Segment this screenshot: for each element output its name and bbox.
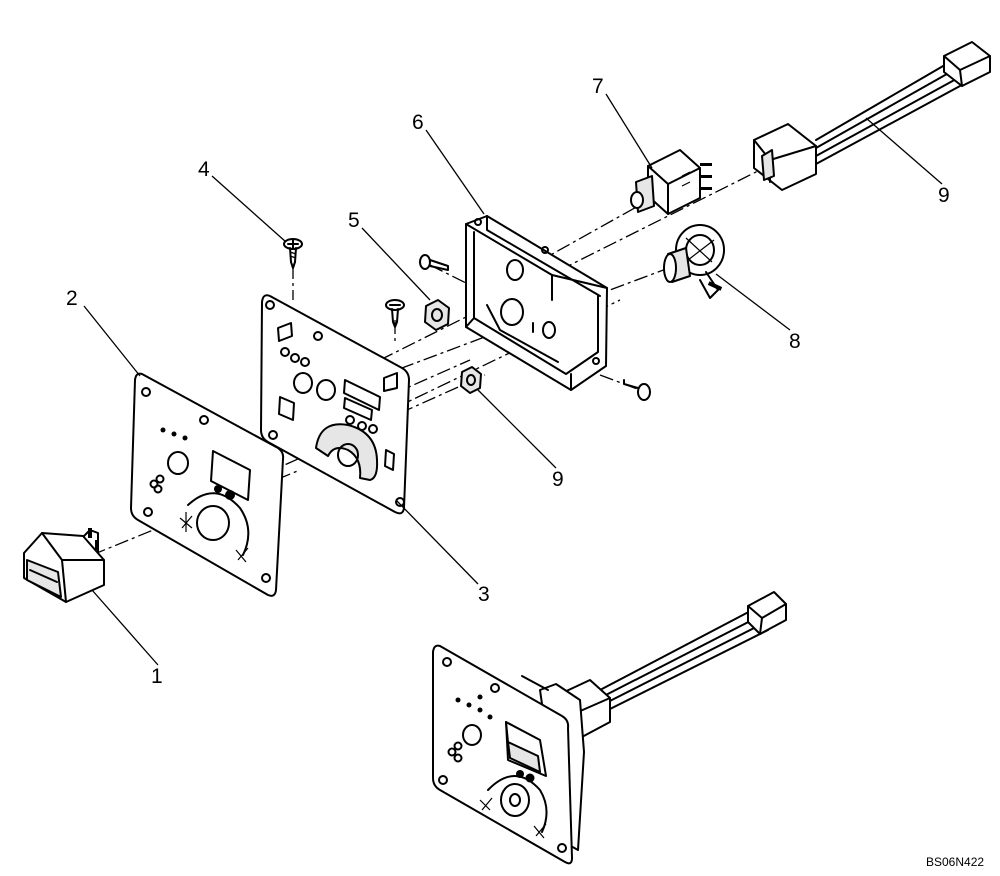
callout-9-nut: 9 (552, 468, 564, 491)
part-2-front-decal-plate (130, 372, 285, 597)
screw-housing-left (419, 254, 449, 271)
callout-4: 4 (198, 158, 210, 181)
callout-labels: 1 2 3 4 5 6 7 8 9 9 (66, 75, 950, 688)
assembled-panel-view (432, 591, 787, 865)
part-9-hex-nut (460, 366, 482, 394)
part-6-housing (465, 215, 608, 391)
screw-housing-right (623, 379, 651, 401)
callout-8: 8 (789, 330, 801, 353)
part-9-wire-harness (753, 41, 991, 191)
part-8-potentiometer (663, 224, 725, 299)
callout-6: 6 (412, 111, 424, 134)
callout-5: 5 (348, 209, 360, 232)
callout-9-harness: 9 (938, 184, 950, 207)
screw-upper-plate (385, 299, 405, 328)
callout-3: 3 (478, 583, 490, 606)
leader-lines (83, 93, 943, 666)
part-3-backing-plate (260, 294, 410, 515)
part-4-screw (283, 238, 303, 269)
part-5-hex-nut (424, 299, 450, 331)
callout-1: 1 (151, 665, 163, 688)
callout-7: 7 (592, 75, 604, 98)
callout-2: 2 (66, 287, 78, 310)
part-1-rocker-switch (23, 528, 105, 603)
part-7-push-switch (630, 149, 712, 215)
drawing-code: BS06N422 (926, 855, 984, 869)
